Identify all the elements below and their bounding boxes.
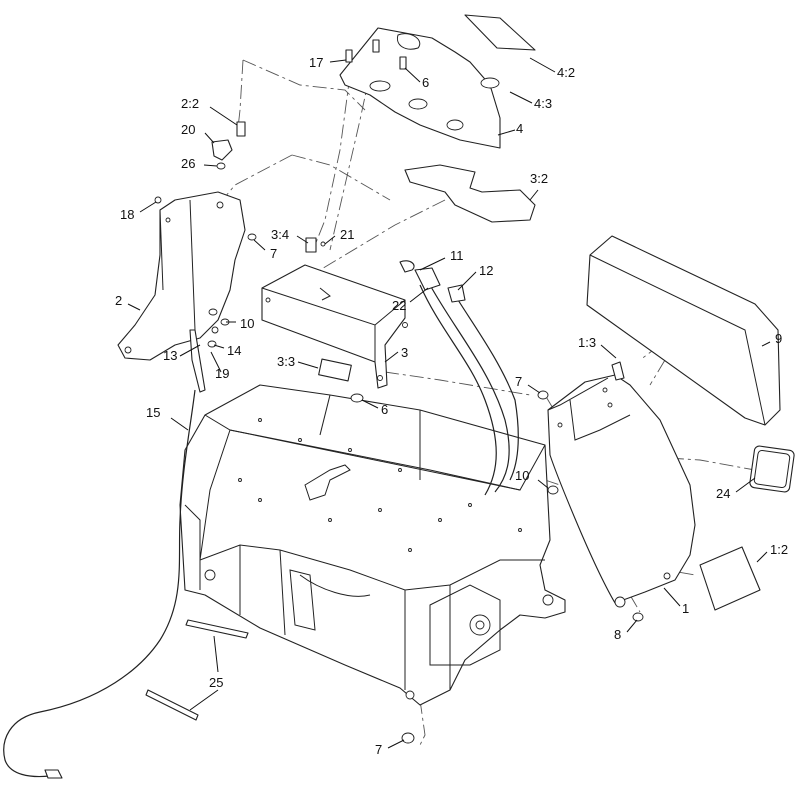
callout-4-3: 4:3 xyxy=(534,96,552,111)
top-plate-part-4 xyxy=(339,14,536,149)
callout-13: 13 xyxy=(163,348,177,363)
callout-6-mid: 6 xyxy=(381,402,388,417)
callout-24: 24 xyxy=(716,486,730,501)
callout-1-3: 1:3 xyxy=(578,335,596,350)
callout-22: 22 xyxy=(392,298,406,313)
decal-part-24 xyxy=(749,445,795,493)
callout-1-2: 1:2 xyxy=(770,542,788,557)
callout-10-upper: 10 xyxy=(240,316,254,331)
housing-part-3 xyxy=(261,264,408,389)
callout-7-right: 7 xyxy=(515,374,522,389)
decal-part-3-2 xyxy=(404,164,536,223)
callout-8: 8 xyxy=(614,627,621,642)
callout-4: 4 xyxy=(516,121,523,136)
callout-7-upper: 7 xyxy=(270,246,277,261)
right-bracket-part-1 xyxy=(547,361,696,608)
callout-20: 20 xyxy=(181,122,195,137)
callout-7-bottom: 7 xyxy=(375,742,382,757)
cable-tie-part-25 xyxy=(145,619,249,721)
callout-1: 1 xyxy=(682,601,689,616)
callout-3-4: 3:4 xyxy=(271,227,289,242)
callout-6-top: 6 xyxy=(422,75,429,90)
callout-3-3: 3:3 xyxy=(277,354,295,369)
callout-15: 15 xyxy=(146,405,160,420)
leader-lines xyxy=(127,57,771,749)
left-bracket-part-2 xyxy=(117,191,246,361)
callout-4-2: 4:2 xyxy=(557,65,575,80)
callout-2: 2 xyxy=(115,293,122,308)
callout-3-2: 3:2 xyxy=(530,171,548,186)
callout-25: 25 xyxy=(209,675,223,690)
cables xyxy=(3,284,519,779)
main-frame xyxy=(179,384,566,706)
callout-3: 3 xyxy=(401,345,408,360)
callout-19: 19 xyxy=(215,366,229,381)
callout-labels: 17 6 4:2 4:3 4 2:2 20 26 18 3:2 3:4 21 7… xyxy=(115,55,788,757)
callout-17: 17 xyxy=(309,55,323,70)
callout-10-lower: 10 xyxy=(515,468,529,483)
callout-12: 12 xyxy=(479,263,493,278)
callout-9: 9 xyxy=(775,331,782,346)
callout-2-2: 2:2 xyxy=(181,96,199,111)
callout-18: 18 xyxy=(120,207,134,222)
callout-11: 11 xyxy=(450,248,464,263)
decal-part-1-2 xyxy=(699,546,761,611)
fasteners xyxy=(154,39,644,744)
callout-21: 21 xyxy=(340,227,354,242)
pad-part-9 xyxy=(586,235,781,426)
callout-14: 14 xyxy=(227,343,241,358)
callout-26: 26 xyxy=(181,156,195,171)
